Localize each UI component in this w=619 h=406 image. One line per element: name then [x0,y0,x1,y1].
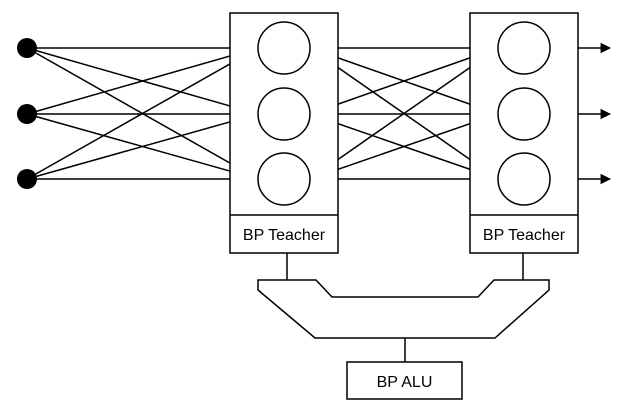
input-to-hidden-connections [26,42,260,185]
hidden-node-2 [257,87,311,141]
right-bp-teacher-label: BP Teacher [483,227,566,244]
hidden-to-output-connections [309,42,500,185]
hidden-node-1 [257,21,311,75]
output-node-2 [497,87,551,141]
hidden-layer [257,21,311,206]
bp-alu-label: BP ALU [377,374,433,391]
shared-bus [257,279,550,339]
output-node-3 [497,152,551,206]
hidden-node-3 [257,152,311,206]
left-bp-teacher-label: BP Teacher [243,227,326,244]
output-node-1 [497,21,551,75]
connection-input-2-hidden-1 [26,45,260,115]
connection-hidden-3-output-1 [309,47,499,180]
input-node-3 [17,169,37,189]
connection-hidden-2-output-1 [309,46,499,115]
connection-input-3-hidden-2 [26,111,260,180]
input-node-1 [17,38,37,58]
connection-input-3-hidden-1 [26,47,259,180]
output-layer [497,21,551,206]
input-layer [17,38,37,189]
input-node-2 [17,104,37,124]
connection-hidden-3-output-2 [309,112,499,180]
bp-alu-box [346,361,463,400]
